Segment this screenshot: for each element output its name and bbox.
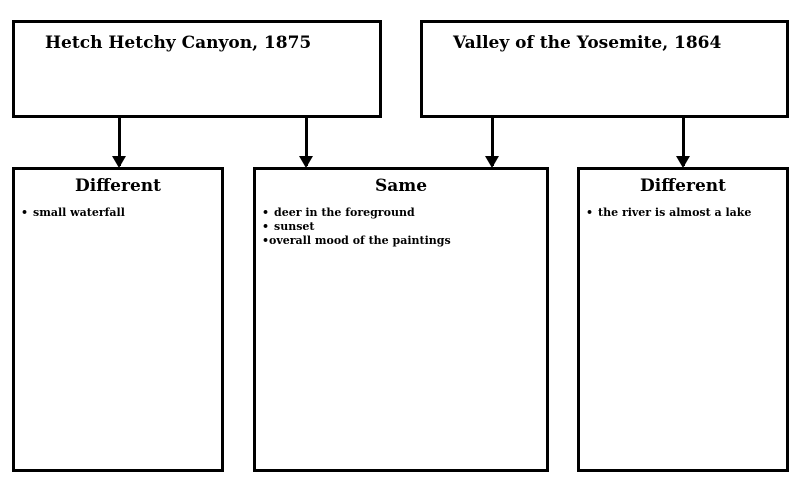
painting-box-hetch-hetchy: Hetch Hetchy Canyon, 1875 [12, 20, 382, 118]
different-column-left: Different •small waterfall [12, 167, 224, 472]
column-title: Same [374, 176, 428, 196]
column-title: Different [75, 176, 161, 196]
bullet-list: •the river is almost a lake [586, 206, 786, 220]
painting-box-yosemite: Valley of the Yosemite, 1864 [420, 20, 789, 118]
painting-title: Valley of the Yosemite, 1864 [453, 33, 722, 53]
arrow-icon [112, 117, 126, 168]
list-item: •sunset [262, 220, 315, 233]
arrow-icon [485, 117, 499, 168]
same-column: Same •deer in the foreground •sunset •ov… [253, 167, 549, 472]
list-item: •deer in the foreground [262, 206, 415, 219]
column-title: Different [640, 176, 726, 196]
arrow-icon [676, 117, 690, 168]
bullet-list: •small waterfall [21, 206, 221, 220]
arrow-icon [299, 117, 313, 168]
list-item: •overall mood of the paintings [262, 234, 451, 247]
different-column-right: Different •the river is almost a lake [577, 167, 789, 472]
list-item: •small waterfall [21, 206, 125, 219]
painting-title: Hetch Hetchy Canyon, 1875 [45, 33, 312, 53]
list-item: •the river is almost a lake [586, 206, 752, 219]
bullet-list: •deer in the foreground •sunset •overall… [262, 206, 546, 248]
